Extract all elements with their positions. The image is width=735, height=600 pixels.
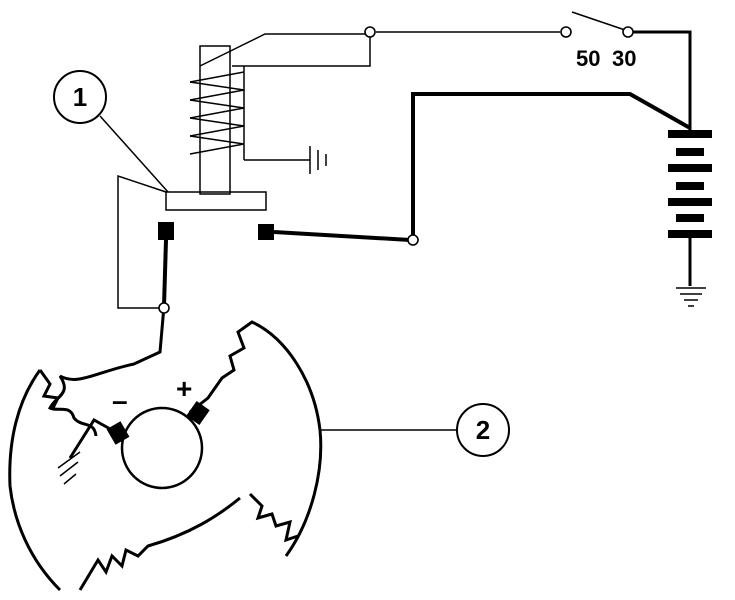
terminal-30-label: 30 [612, 46, 636, 71]
junction-node-motor [158, 302, 170, 314]
callout-2-label: 2 [476, 415, 490, 445]
field-zigzag-right [248, 492, 299, 543]
ignition-switch-icon [571, 11, 626, 31]
solenoid-coil-icon [189, 66, 245, 160]
solenoid-relay [158, 45, 274, 240]
terminal-30-wire [631, 30, 692, 130]
junction-node-coil [364, 26, 376, 38]
battery-icon [668, 130, 712, 307]
coil-feed-wire [232, 36, 371, 67]
motor-minus-label: – [112, 385, 128, 416]
brush-negative [106, 421, 130, 445]
starter-motor [8, 305, 323, 592]
battery-main-cable [411, 92, 691, 240]
relay-return-wire [117, 174, 167, 309]
field-zigzag-left [38, 369, 61, 411]
brush-ground-wire [68, 418, 113, 459]
plunger-base [165, 191, 267, 211]
junction-node-main [407, 234, 419, 246]
callout-1: 1 [53, 70, 169, 193]
armature [120, 406, 204, 490]
field-shoe-bottom [78, 496, 241, 591]
brush-positive [186, 401, 210, 425]
motor-ground-icon [57, 451, 81, 485]
callout-1-label: 1 [73, 82, 87, 112]
ground-icon [244, 146, 327, 174]
terminal-50-label: 50 [576, 46, 600, 71]
relay-contact-right [258, 224, 274, 240]
relay-to-motor-cable [162, 239, 168, 307]
coil-lead-wire [199, 33, 368, 67]
terminal-30-node [622, 26, 634, 38]
motor-plus-label: + [176, 373, 192, 404]
terminal-50-node [560, 26, 572, 38]
field-shoe-top-left [47, 305, 166, 437]
relay-to-main-cable [273, 230, 411, 242]
motor-housing-left [8, 369, 62, 592]
relay-contact-left [158, 222, 174, 240]
field-shoe-right [189, 320, 323, 557]
callout-2: 2 [320, 403, 510, 457]
